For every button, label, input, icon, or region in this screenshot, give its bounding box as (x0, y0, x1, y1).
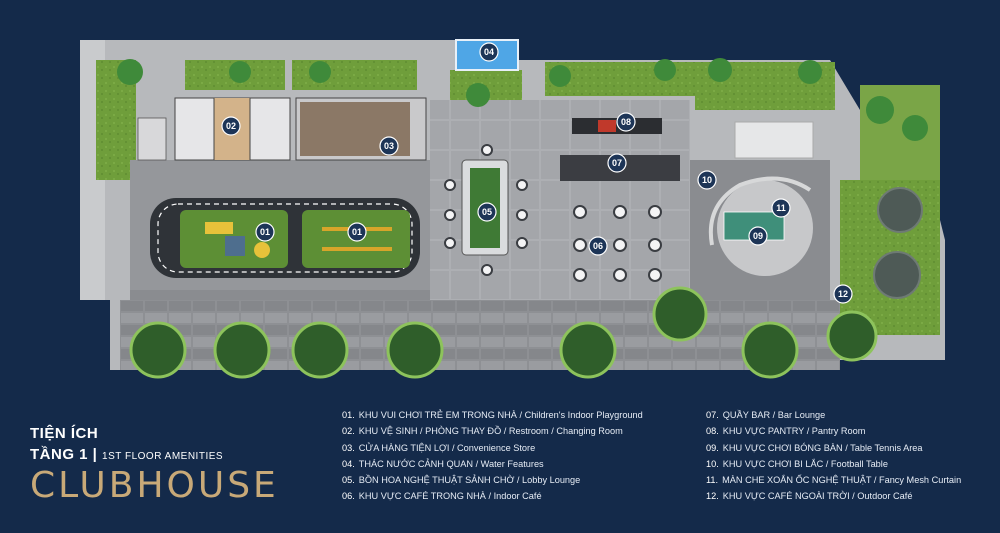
map-pin-06[interactable]: 06 (588, 236, 608, 256)
title-line-2: TẦNG 1 | 1ST FLOOR AMENITIES (30, 446, 279, 463)
trees-right (873, 187, 923, 299)
map-pin-09[interactable]: 09 (748, 226, 768, 246)
pin-number: 07 (612, 158, 622, 168)
pin-number: 06 (593, 241, 603, 251)
palms (117, 58, 928, 141)
pin-number: 01 (352, 227, 362, 237)
legend-item: 11.MÀN CHE XOẮN ỐC NGHỆ THUẬT / Fancy Me… (706, 475, 962, 486)
legend-item: 04.THÁC NƯỚC CẢNH QUAN / Water Features (342, 458, 544, 469)
legend-item: 10.KHU VỰC CHƠI BI LẮC / Football Table (706, 458, 888, 469)
pin-number: 09 (753, 231, 763, 241)
title-floor: TẦNG 1 | (30, 446, 98, 463)
title-line-1: TIỆN ÍCH (30, 425, 99, 442)
pin-layer: 01 01 02 03 04 05 06 07 08 09 10 11 12 (221, 42, 853, 304)
pin-number: 03 (384, 141, 394, 151)
pin-number: 02 (226, 121, 236, 131)
trees-bottom (129, 286, 878, 379)
pin-number: 12 (838, 289, 848, 299)
pin-number: 11 (776, 203, 786, 213)
legend-item: 02.KHU VỆ SINH / PHÒNG THAY ĐỒ / Restroo… (342, 426, 623, 437)
map-pin-02[interactable]: 02 (221, 116, 241, 136)
legend-item: 03.CỬA HÀNG TIỆN LỢI / Convenience Store (342, 442, 536, 453)
legend-column-2: 07.QUẦY BAR / Bar Lounge 08.KHU VỰC PANT… (706, 407, 961, 505)
legend-item: 09.KHU VỰC CHƠI BÓNG BÀN / Table Tennis … (706, 442, 923, 453)
map-pin-03[interactable]: 03 (379, 136, 399, 156)
map-pin-10[interactable]: 10 (697, 170, 717, 190)
pin-number: 04 (484, 47, 494, 57)
floor-plan: 01 01 02 03 04 05 06 07 08 09 10 11 12 (80, 39, 945, 379)
legend-item: 06.KHU VỰC CAFÉ TRONG NHÀ / Indoor Café (342, 491, 542, 502)
legend-item: 01.KHU VUI CHƠI TRẺ EM TRONG NHÀ / Child… (342, 410, 643, 420)
cafe-tables (444, 144, 662, 282)
legend-item: 05.BỒN HOA NGHỆ THUẬT SẢNH CHỜ / Lobby L… (342, 475, 581, 486)
map-pin-05[interactable]: 05 (477, 202, 497, 222)
map-pin-01[interactable]: 01 (255, 222, 275, 242)
pin-number: 08 (621, 117, 631, 127)
map-pin-11[interactable]: 11 (771, 198, 791, 218)
map-pin-01[interactable]: 01 (347, 222, 367, 242)
map-pin-04[interactable]: 04 (479, 42, 499, 62)
legend-column-1: 01.KHU VUI CHƠI TRẺ EM TRONG NHÀ / Child… (342, 407, 643, 505)
pin-number: 01 (260, 227, 270, 237)
title-block: TIỆN ÍCH TẦNG 1 | 1ST FLOOR AMENITIES CL… (30, 425, 279, 506)
map-pin-12[interactable]: 12 (833, 284, 853, 304)
map-pin-08[interactable]: 08 (616, 112, 636, 132)
legend-item: 12.KHU VỰC CAFÉ NGOÀI TRỜI / Outdoor Caf… (706, 491, 913, 502)
title-floor-english: 1ST FLOOR AMENITIES (102, 451, 224, 462)
store-block (295, 97, 427, 161)
map-pin-07[interactable]: 07 (607, 153, 627, 173)
pin-number: 05 (482, 207, 492, 217)
outdoor-stairs (734, 121, 814, 159)
pin-number: 10 (702, 175, 712, 185)
title-clubhouse: CLUBHOUSE (30, 465, 279, 506)
playground-track (150, 198, 420, 278)
legend-item: 07.QUẦY BAR / Bar Lounge (706, 410, 826, 420)
legend-item: 08.KHU VỰC PANTRY / Pantry Room (706, 426, 866, 437)
